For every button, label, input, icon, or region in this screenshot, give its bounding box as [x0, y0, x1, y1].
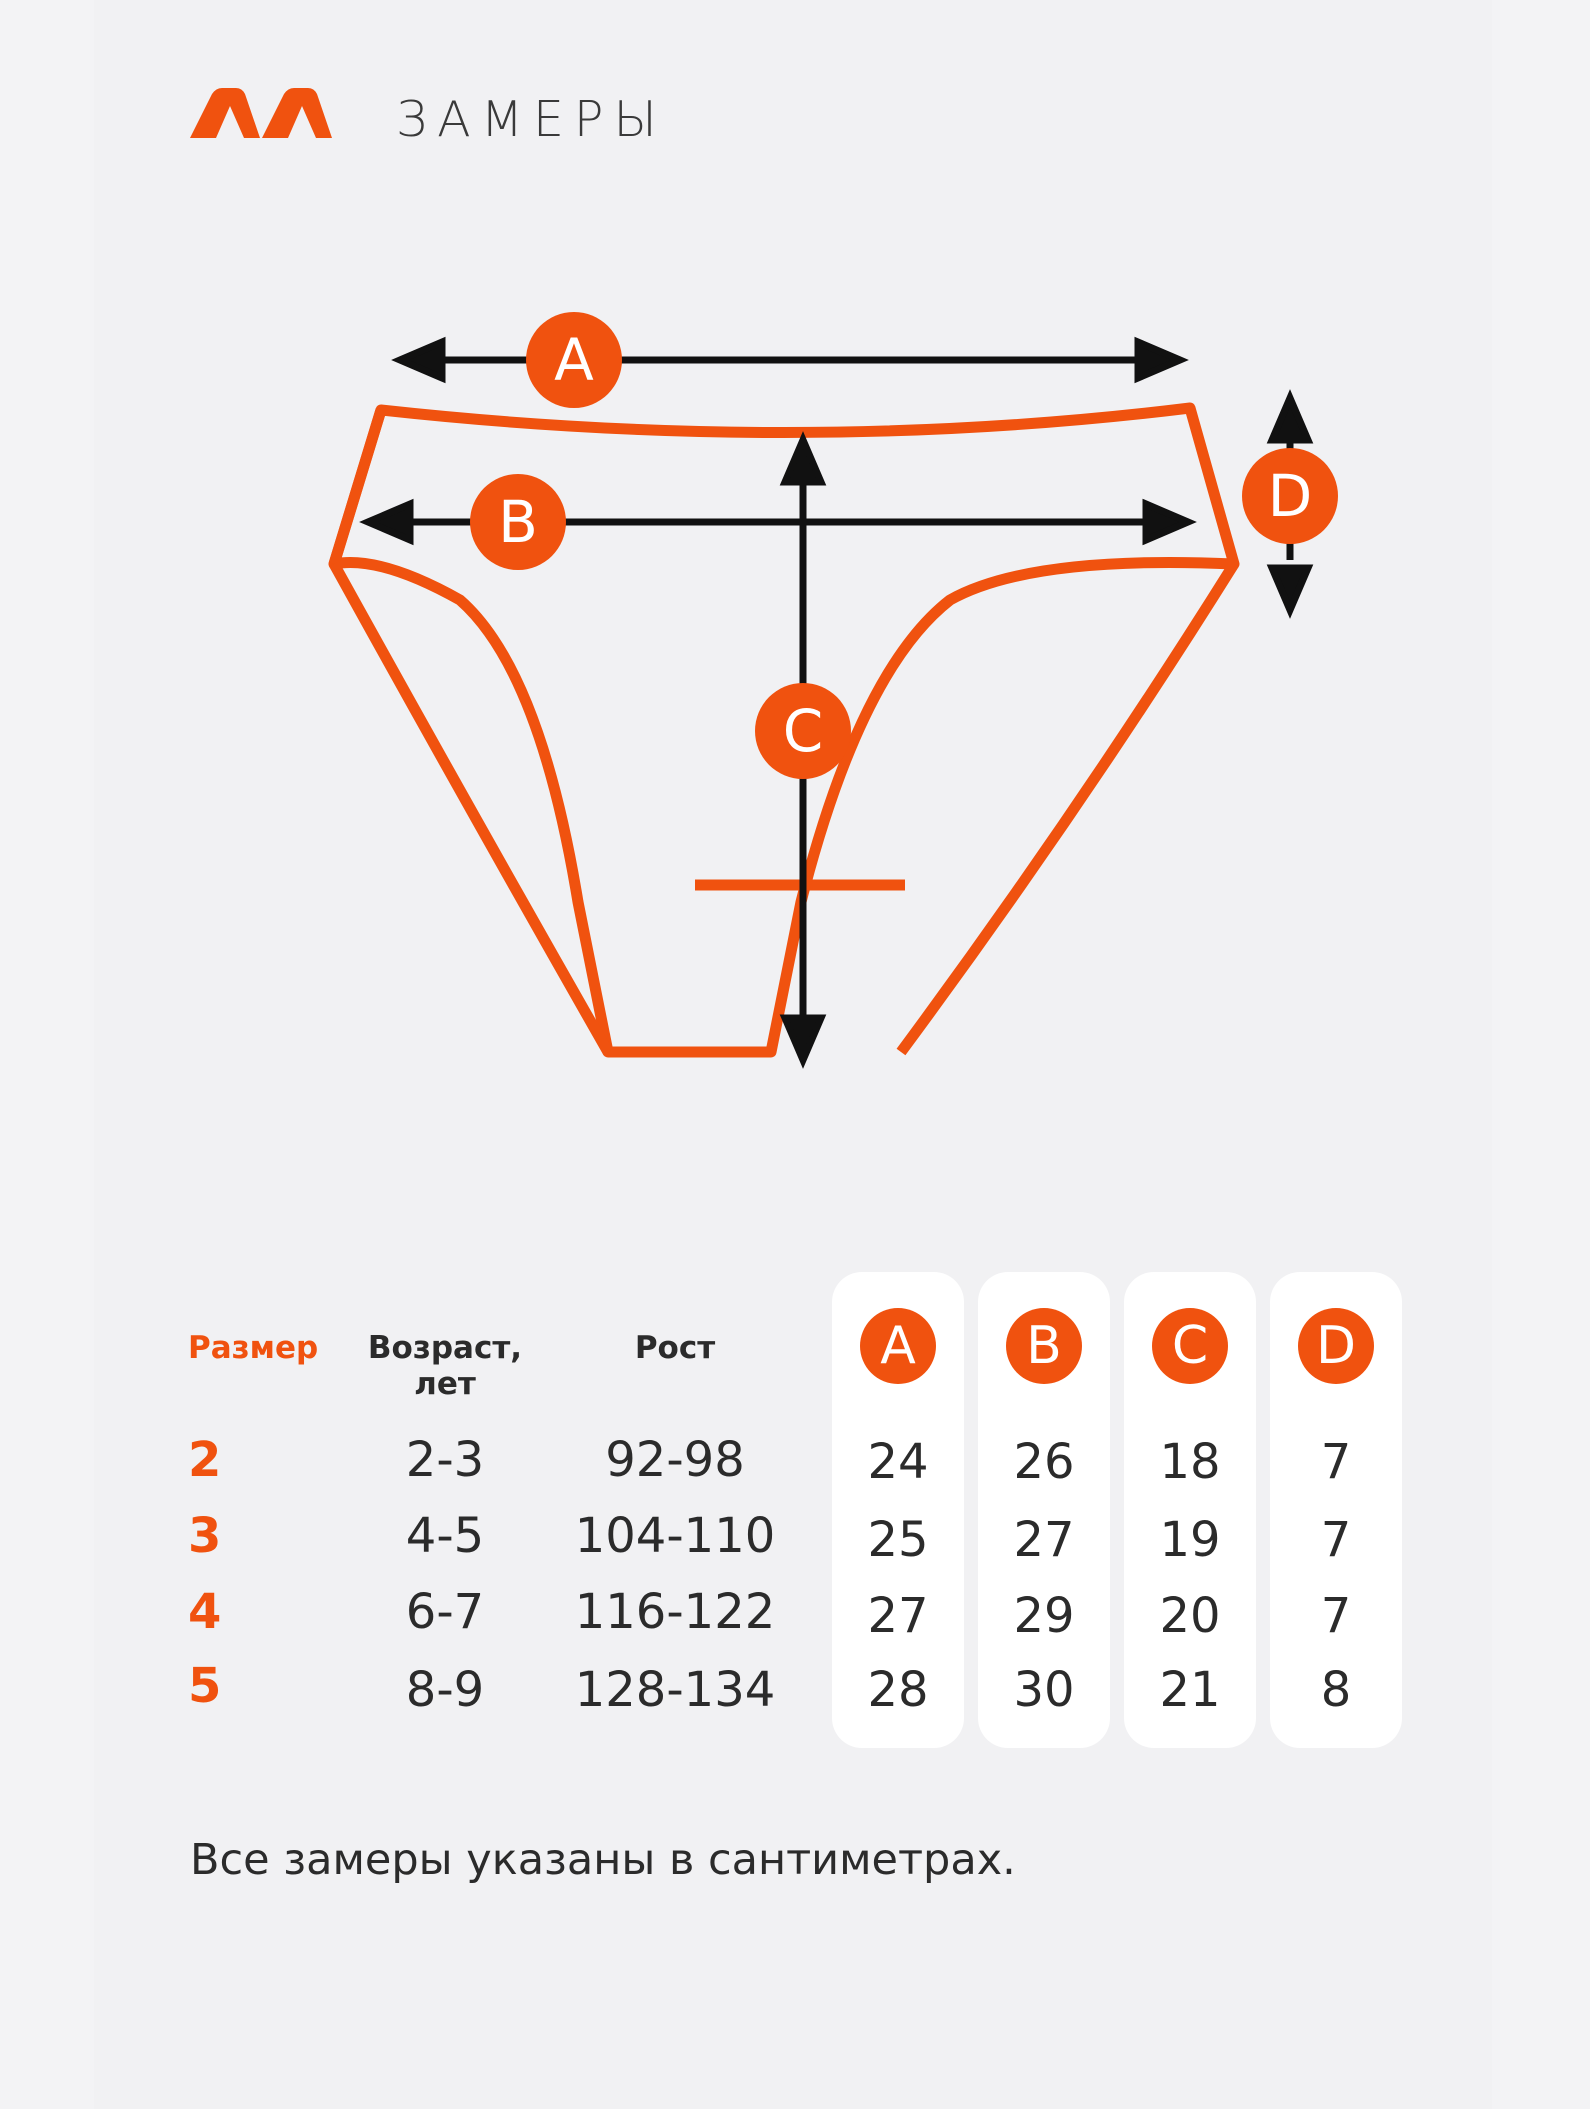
- page-background: [94, 0, 1492, 2109]
- cell-height: 92-98: [605, 1432, 745, 1488]
- cell-age: 2-3: [405, 1432, 485, 1488]
- diagram-label-a: A: [554, 326, 594, 394]
- cell-size: 5: [188, 1658, 222, 1714]
- cell-size: 2: [188, 1432, 222, 1488]
- cell-c: 20: [1159, 1588, 1221, 1644]
- cell-b: 26: [1013, 1434, 1075, 1490]
- cell-age: 6-7: [405, 1584, 485, 1640]
- header-age: Возраст, лет: [360, 1330, 530, 1402]
- footnote: Все замеры указаны в сантиметрах.: [190, 1835, 1016, 1885]
- page-title: ЗАМЕРЫ: [396, 91, 667, 148]
- cell-a: 27: [867, 1588, 929, 1644]
- header-age-line2: лет: [414, 1366, 476, 1402]
- column-badge-a: A: [860, 1308, 936, 1384]
- column-badge-c: C: [1152, 1308, 1228, 1384]
- header-age-line1: Возраст,: [367, 1330, 523, 1366]
- cell-size: 3: [188, 1508, 222, 1564]
- header-size: Размер: [188, 1330, 319, 1366]
- cell-c: 18: [1159, 1434, 1221, 1490]
- cell-height: 104-110: [574, 1508, 776, 1564]
- cell-d: 7: [1320, 1588, 1352, 1644]
- garment-waistband: [328, 402, 1240, 1058]
- cell-c: 21: [1159, 1662, 1221, 1718]
- cell-size: 4: [188, 1584, 222, 1640]
- cell-height: 128-134: [574, 1662, 776, 1718]
- diagram-label-d: D: [1268, 462, 1313, 530]
- cell-a: 24: [867, 1434, 929, 1490]
- cell-d: 7: [1320, 1512, 1352, 1568]
- cell-c: 19: [1159, 1512, 1221, 1568]
- cell-a: 28: [867, 1662, 929, 1718]
- cell-height: 116-122: [574, 1584, 776, 1640]
- garment-outer-left: [329, 561, 613, 1055]
- garment-outer-right: [896, 561, 1239, 1056]
- diagram-label-c: C: [783, 697, 824, 765]
- cell-b: 27: [1013, 1512, 1075, 1568]
- column-badge-d: D: [1298, 1308, 1374, 1384]
- cell-age: 8-9: [405, 1662, 485, 1718]
- measurement-diagram: A B C D: [328, 312, 1338, 1069]
- brand-logo-icon: [190, 88, 332, 138]
- cell-a: 25: [867, 1512, 929, 1568]
- cell-age: 4-5: [405, 1508, 485, 1564]
- column-badge-b: B: [1006, 1308, 1082, 1384]
- diagram-label-b: B: [498, 488, 538, 556]
- cell-b: 30: [1013, 1662, 1075, 1718]
- cell-d: 7: [1320, 1434, 1352, 1490]
- cell-d: 8: [1320, 1662, 1352, 1718]
- cell-b: 29: [1013, 1588, 1075, 1644]
- garment-waist-line: [328, 408, 387, 566]
- header-height: Рост: [634, 1330, 716, 1366]
